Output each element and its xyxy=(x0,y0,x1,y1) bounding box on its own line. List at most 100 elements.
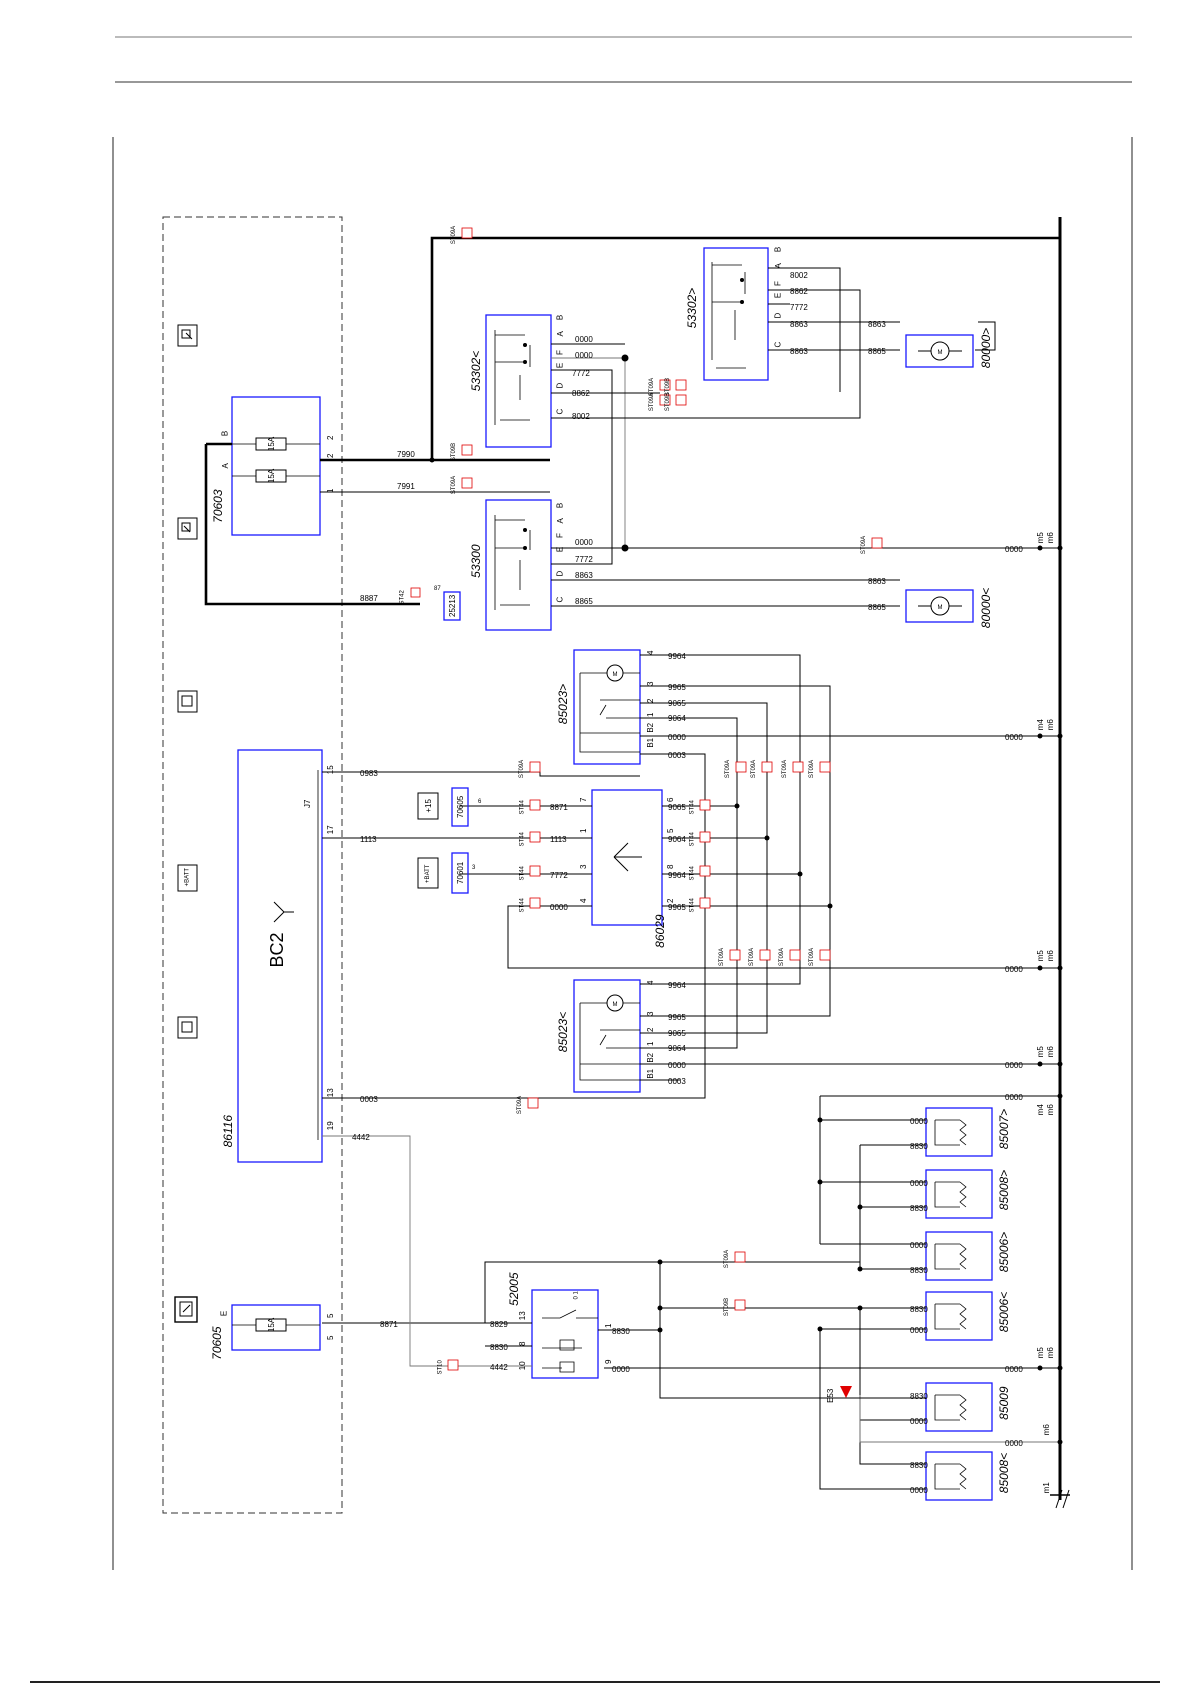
connector-marker: ST09A xyxy=(861,536,883,554)
connector-marker: ST44 xyxy=(689,865,711,881)
wire-label-8863-a: 8863 xyxy=(575,571,593,580)
wire-label-8830-g: 8830 xyxy=(490,1343,508,1352)
connector-label: ST44 xyxy=(519,865,525,880)
wire-label-0000-t: 0000 xyxy=(612,1365,630,1374)
pin-70605-5b: 5 xyxy=(326,1335,335,1340)
pin-53300-a: A xyxy=(556,518,565,524)
connector-marker: ST09A xyxy=(749,948,771,966)
pin-bc2-19: 19 xyxy=(326,1121,335,1130)
wire-label-0000-g: 0000 xyxy=(668,1061,686,1070)
label-80000-upper: 80000> xyxy=(979,328,993,368)
connector-marker: ST09A xyxy=(719,948,741,966)
wire-label-8863-c: 8863 xyxy=(790,347,808,356)
ground-m6-b: m6 xyxy=(1046,719,1055,731)
label-85006-top: 85006> xyxy=(997,1232,1011,1272)
ground-labels: m5 m6 m4 m6 m5 m6 m5 m6 m4 m6 m5 m6 m6 m… xyxy=(1036,532,1055,1494)
wire-label-4442-b: 4442 xyxy=(352,1133,370,1142)
wire-label-0000-c: 0000 xyxy=(575,335,593,344)
conn-label-st42: ST42 xyxy=(399,589,405,604)
heater-85006-bottom: 85006< xyxy=(925,1291,1011,1341)
label-53302-left: 53302< xyxy=(469,351,483,391)
pin-52005-13: 13 xyxy=(518,1311,527,1320)
wire-label-7772-b: 7772 xyxy=(575,555,593,564)
connector-marker: ST09B xyxy=(724,1298,746,1316)
connector-marker: ST44 xyxy=(519,831,541,847)
connector-label: ST09A xyxy=(517,1096,523,1114)
pin-52005-10: 10 xyxy=(518,1361,527,1370)
wire-label-9064-b: 9064 xyxy=(668,835,686,844)
connector-marker: ST09A xyxy=(451,476,473,494)
wire-label-8887: 8887 xyxy=(360,594,378,603)
cab-panel-boundary xyxy=(162,216,343,1514)
connector-label: ST09A xyxy=(451,476,457,494)
wire-label-8002-a: 8002 xyxy=(572,412,590,421)
pin-85023t-2: 2 xyxy=(646,698,655,703)
pin-86029-8: 8 xyxy=(666,864,675,869)
wire-label-0003-a: 0003 xyxy=(668,751,686,760)
wire-label-0000-q: 0000 xyxy=(1005,1439,1023,1448)
label-85007: 85007> xyxy=(997,1109,1011,1149)
pin-53300-f: F xyxy=(556,533,565,538)
ground-m1: m1 xyxy=(1042,1482,1051,1494)
connector-marker: ST09A xyxy=(725,760,747,778)
pin-70605-e: E xyxy=(220,1311,229,1316)
connector-label: ST09A xyxy=(451,226,457,244)
ground-marker-e53: E53 xyxy=(826,1386,852,1403)
wire-label-1113-b: 1113 xyxy=(550,835,567,844)
connector-label: ST09A xyxy=(749,948,755,966)
connector-marker: ST09A xyxy=(517,1096,539,1114)
connector-label: ST09B xyxy=(665,393,671,411)
pin-85023b-b2: B2 xyxy=(646,1052,655,1062)
pin-70605-6: 6 xyxy=(478,799,482,805)
ground-m5-d: m5 xyxy=(1036,1347,1045,1359)
wire-label-0000-b: 0000 xyxy=(575,351,593,360)
pin-53302l-b: B xyxy=(556,315,565,320)
connector-label: ST09A xyxy=(519,760,525,778)
wire-label-8830-d: 8830 xyxy=(910,1305,928,1314)
wire-label-0000-i: 0000 xyxy=(1005,965,1023,974)
label-80000-lower: 80000< xyxy=(979,588,993,628)
connector-marker: ST09A xyxy=(724,1250,746,1268)
connector-marker: ST09B xyxy=(665,393,687,411)
pin-85023t-b2: B2 xyxy=(646,722,655,732)
pin-52005-9: 9 xyxy=(604,1359,613,1364)
ground-m6-e: m6 xyxy=(1046,1104,1055,1116)
wire-label-9964-a: 9964 xyxy=(668,652,686,661)
wire-label-0000-l: 0000 xyxy=(910,1179,928,1188)
label-85006-bottom: 85006< xyxy=(997,1292,1011,1332)
wire-label-9065-b: 9065 xyxy=(668,803,686,812)
wire-label-0000-n: 0000 xyxy=(910,1326,928,1335)
wire-label-7772-a: 7772 xyxy=(572,369,590,378)
wire-label-8830-b: 8830 xyxy=(910,1204,928,1213)
connector-label: ST44 xyxy=(519,831,525,846)
connector-marker: ST09A xyxy=(519,760,541,778)
ground-junctions xyxy=(1037,545,1063,1445)
pin-85023t-3: 3 xyxy=(646,681,655,686)
pin-86029-5: 5 xyxy=(666,828,675,833)
connector-j7: J7 xyxy=(303,799,312,808)
supply-ref-batt: +BATT 70601 3 xyxy=(417,852,476,894)
wire-label-9964-c: 9964 xyxy=(668,981,686,990)
panel-icon-batt-label: +BATT xyxy=(185,868,191,887)
label-e53: E53 xyxy=(826,1388,835,1403)
supply-15-label: +15 xyxy=(424,799,433,813)
connector-label: ST44 xyxy=(519,897,525,912)
connector-label: ST09A xyxy=(649,393,655,411)
label-70605: 70605 xyxy=(210,1326,224,1360)
wire-label-0983: 0983 xyxy=(360,769,378,778)
connector-marker: ST09A xyxy=(782,760,804,778)
pin-53300-b: B xyxy=(556,503,565,508)
heater-85008-bottom: 85008< xyxy=(925,1451,1011,1501)
connector-marker: ST09A xyxy=(649,393,671,411)
heater-85006-top: 85006> xyxy=(925,1231,1011,1281)
wire-label-8002-b: 8002 xyxy=(790,271,808,280)
pin-86029-4: 4 xyxy=(579,898,588,903)
label-85023-top: 85023> xyxy=(556,684,570,724)
svg-text:M: M xyxy=(613,1002,618,1008)
component-80000-lower: M 80000< xyxy=(905,588,993,628)
connector-label: ST44 xyxy=(689,865,695,880)
ground-m6-c: m6 xyxy=(1046,950,1055,962)
connector-marker: ST10 xyxy=(437,1359,459,1375)
pin-70603-2: 2 xyxy=(326,435,335,440)
